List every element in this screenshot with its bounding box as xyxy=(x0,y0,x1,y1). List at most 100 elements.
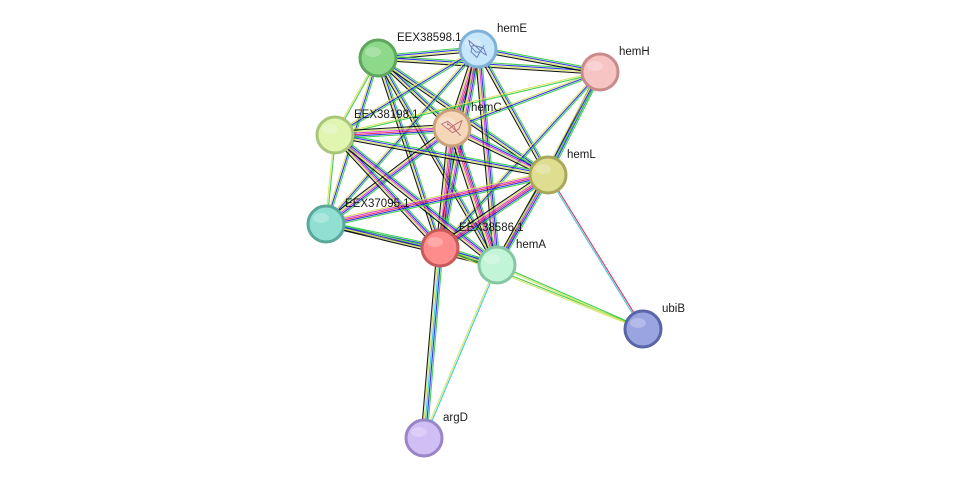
edge-eex38586-1-ubib[interactable] xyxy=(439,246,644,331)
edge-evidence-line xyxy=(479,47,551,175)
edge-evidence-line xyxy=(325,171,548,222)
edge-heme-hema[interactable] xyxy=(474,48,501,266)
edge-evidence-line xyxy=(325,48,479,225)
node-eex38598-1[interactable]: EEX38598.1 xyxy=(358,32,462,78)
edge-evidence-line xyxy=(474,49,495,266)
node-heml[interactable]: hemL xyxy=(528,149,596,195)
edge-eex38586-1-argd[interactable] xyxy=(420,247,444,439)
edge-evidence-line xyxy=(376,58,440,249)
edge-hema-ubib[interactable] xyxy=(496,263,644,331)
edge-heme-heml[interactable] xyxy=(475,47,551,177)
node-label: hemL xyxy=(567,149,596,161)
node-hema[interactable]: hemA xyxy=(477,239,546,285)
edge-evidence-line xyxy=(379,56,500,265)
edge-evidence-line xyxy=(420,247,438,438)
node-circle[interactable] xyxy=(420,228,460,268)
edge-evidence-line xyxy=(334,70,600,135)
node-eex37095-1[interactable]: EEX37095.1 xyxy=(306,198,410,244)
edge-heml-ubib[interactable] xyxy=(546,174,645,330)
node-circle[interactable] xyxy=(404,418,444,458)
node-circle[interactable] xyxy=(580,52,620,92)
node-heme[interactable]: hemE xyxy=(458,23,527,69)
edge-evidence-line xyxy=(326,175,549,227)
edge-hemh-eex38198-1[interactable] xyxy=(334,70,601,137)
edge-hemc-eex38198-1[interactable] xyxy=(334,123,453,140)
edge-hema-argd[interactable] xyxy=(422,264,499,439)
edge-evidence-line xyxy=(452,72,601,130)
node-eex38198-1[interactable]: EEX38198.1 xyxy=(315,109,419,155)
edge-evidence-line xyxy=(325,174,549,225)
edge-evidence-line xyxy=(438,172,548,247)
edge-evidence-line xyxy=(442,49,482,249)
node-label: EEX37095.1 xyxy=(345,198,410,210)
edge-evidence-line xyxy=(333,47,478,135)
edge-evidence-line xyxy=(333,135,440,250)
edge-evidence-line xyxy=(476,49,548,176)
node-circle[interactable] xyxy=(477,245,517,285)
edge-heml-eex37095-1[interactable] xyxy=(325,171,549,228)
edge-eex38198-1-hema[interactable] xyxy=(332,132,500,268)
edge-evidence-line xyxy=(455,126,502,265)
edge-evidence-line xyxy=(336,132,500,264)
node-label: EEX38598.1 xyxy=(397,32,462,44)
edge-heme-eex38198-1[interactable] xyxy=(333,47,480,137)
edge-evidence-line xyxy=(451,70,600,128)
edge-evidence-line xyxy=(379,57,443,248)
edge-evidence-line xyxy=(326,49,480,226)
node-circle[interactable] xyxy=(315,115,355,155)
node-label: EEX38198.1 xyxy=(354,109,419,121)
edge-evidence-line xyxy=(332,136,496,268)
edge-evidence-line xyxy=(375,58,496,267)
edge-eex38198-1-heml[interactable] xyxy=(334,132,549,178)
edge-heme-hemh[interactable] xyxy=(477,46,601,75)
edge-hemh-hemc[interactable] xyxy=(451,70,601,130)
edge-evidence-line xyxy=(475,49,497,266)
node-hemh[interactable]: hemH xyxy=(580,46,650,92)
node-highlight xyxy=(484,254,500,264)
edge-evidence-line xyxy=(375,58,439,249)
edge-hemc-hema[interactable] xyxy=(447,126,502,267)
edge-evidence-line xyxy=(453,127,500,265)
edge-evidence-line xyxy=(480,48,501,265)
edge-evidence-line xyxy=(441,177,551,252)
edge-evidence-line xyxy=(335,132,549,174)
edge-evidence-line xyxy=(546,175,643,330)
protein-structure-icon xyxy=(468,39,488,59)
node-highlight xyxy=(365,47,381,57)
edge-evidence-line xyxy=(440,176,550,251)
edge-evidence-line xyxy=(440,175,549,250)
edge-evidence-line xyxy=(334,48,479,136)
edge-heml-eex38586-1[interactable] xyxy=(437,171,551,252)
edge-evidence-line xyxy=(335,128,453,137)
edge-evidence-line xyxy=(421,247,440,438)
node-circle[interactable] xyxy=(306,204,346,244)
edge-evidence-line xyxy=(548,174,645,329)
edge-evidence-line xyxy=(435,127,449,248)
edge-evidence-line xyxy=(450,128,497,266)
node-eex38586-1[interactable]: EEX38586.1 xyxy=(420,222,524,268)
edge-eex38198-1-eex38586-1[interactable] xyxy=(332,132,443,251)
edge-evidence-line xyxy=(334,134,498,266)
node-hemc[interactable]: hemC xyxy=(432,102,502,148)
edge-evidence-line xyxy=(441,128,455,249)
edge-eex38598-1-eex38586-1[interactable] xyxy=(375,57,443,249)
edge-evidence-line xyxy=(326,177,549,228)
edge-evidence-line xyxy=(423,247,441,439)
node-ubib[interactable]: ubiB xyxy=(623,303,685,349)
edge-eex38598-1-hema[interactable] xyxy=(375,56,500,267)
node-circle[interactable] xyxy=(432,108,472,148)
node-argd[interactable]: argD xyxy=(404,412,468,458)
edge-evidence-line xyxy=(378,57,442,248)
node-circle[interactable] xyxy=(358,38,398,78)
edge-evidence-line xyxy=(477,50,600,75)
edge-heme-eex37095-1[interactable] xyxy=(324,47,480,226)
edge-evidence-line xyxy=(422,264,497,438)
node-circle[interactable] xyxy=(528,155,568,195)
node-circle[interactable] xyxy=(623,309,663,349)
edge-evidence-line xyxy=(440,72,602,250)
node-highlight xyxy=(411,427,427,437)
edge-evidence-line xyxy=(326,58,380,225)
node-highlight xyxy=(322,124,338,134)
edge-evidence-line xyxy=(378,57,499,265)
